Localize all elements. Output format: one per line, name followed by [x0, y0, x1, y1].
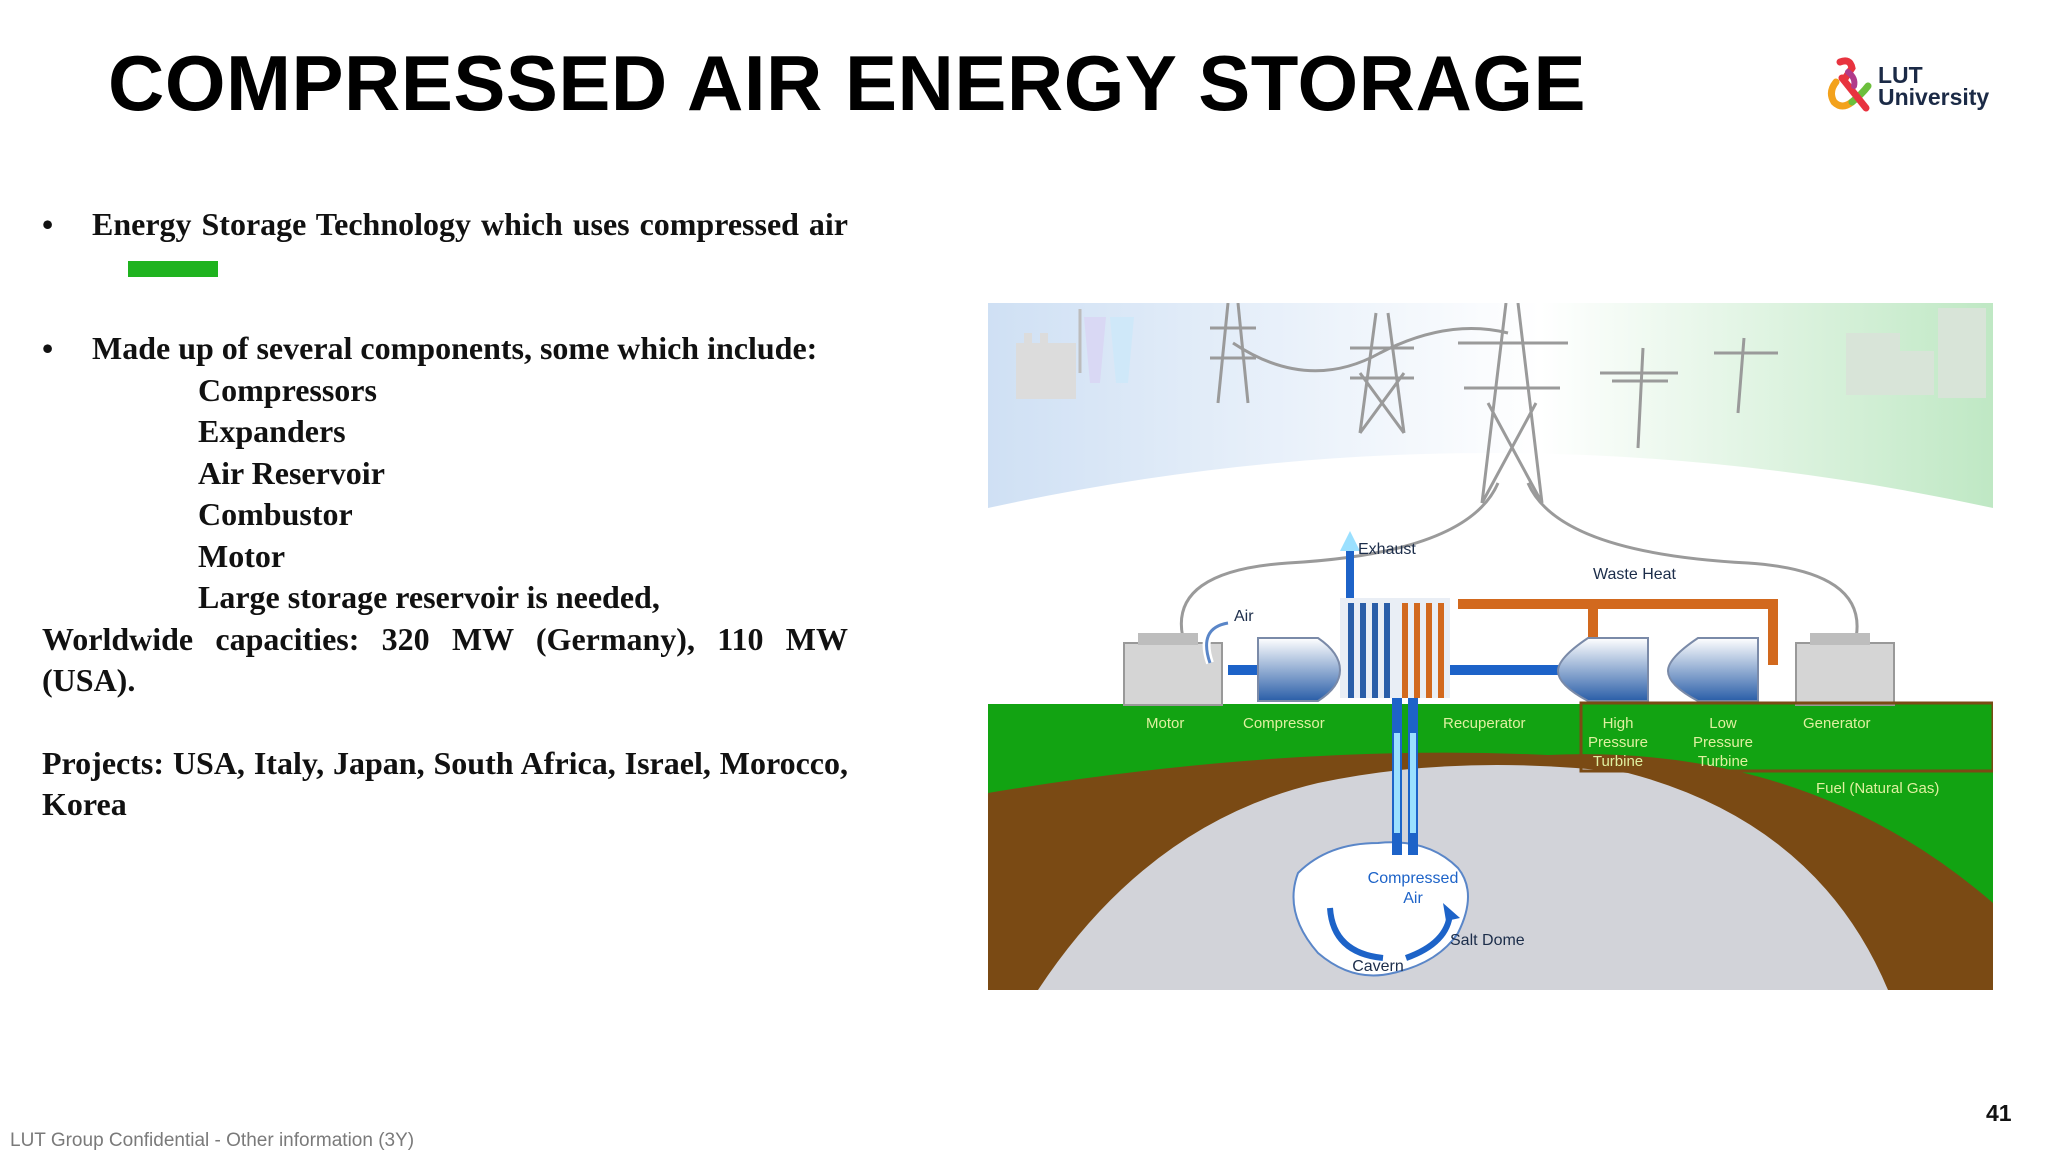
bullet-text-storage: Energy Storage Technology which uses com…: [92, 206, 848, 242]
hp-turbine-label-3: Turbine: [1593, 753, 1643, 770]
component-item: Large storage reservoir is needed,: [198, 579, 660, 615]
green-highlight-mark: [128, 261, 218, 278]
cavern-label: Cavern: [1352, 958, 1404, 975]
lp-turbine-label-2: Pressure: [1693, 734, 1753, 751]
hp-turbine-label-1: High: [1603, 715, 1634, 732]
arrow-head-icon: [1443, 903, 1460, 921]
component-item: Air Reservoir: [198, 454, 385, 491]
lut-ampersand-icon: [1827, 57, 1872, 112]
generator-label: Generator: [1803, 715, 1871, 732]
low-pressure-turbine: [1666, 637, 1759, 702]
caes-diagram: Exhaust Waste Heat Air Salt Dome Cavern …: [988, 303, 1993, 990]
compressed-air-label-1: Compressed: [1368, 870, 1459, 887]
bullet-text-components: Made up of several components, some whic…: [92, 330, 818, 366]
waste-heat-pipe: [1458, 599, 1588, 609]
air-label: Air: [1234, 608, 1254, 625]
slide-body: • Energy Storage Technology which uses c…: [42, 204, 848, 826]
lp-turbine-label-3: Turbine: [1698, 753, 1748, 770]
recuperator: [1340, 598, 1450, 698]
footer-confidential: LUT Group Confidential - Other informati…: [10, 1130, 415, 1151]
grass-layer: [988, 704, 1993, 903]
air-cycle-left-arrow: [1327, 907, 1384, 961]
compressed-air-label-2: Air: [1403, 890, 1423, 907]
exhaust-arrow-icon: [1340, 531, 1360, 551]
motor-label: Motor: [1146, 715, 1184, 732]
projects-text: Projects: USA, Italy, Japan, South Afric…: [42, 744, 848, 823]
capacities-text: Worldwide capacities: 320 MW (Germany), …: [42, 620, 848, 699]
component-item: Combustor: [198, 496, 353, 532]
bullet-icon: •: [42, 330, 54, 366]
recuperator-label: Recuperator: [1443, 715, 1526, 732]
cavern: [1292, 841, 1469, 977]
component-item: Compressors: [198, 371, 377, 408]
logo-line-1: LUT: [1878, 62, 1923, 88]
compressor-label: Compressor: [1243, 715, 1325, 732]
fuel-label: Fuel (Natural Gas): [1816, 780, 1939, 797]
power-lines-icon: [1179, 327, 1859, 639]
generator: [1795, 633, 1895, 706]
compressor: [1257, 637, 1342, 702]
city-buildings-icon: [1846, 308, 1986, 398]
salt-dome-label: Salt Dome: [1450, 932, 1525, 949]
page-number: 41: [1986, 1100, 2012, 1126]
power-plant-icon: [1016, 309, 1134, 399]
exhaust-label: Exhaust: [1358, 541, 1416, 558]
component-item: Motor: [198, 537, 286, 574]
bullet-item: • Energy Storage Technology which uses c…: [42, 204, 848, 287]
hp-turbine-label-2: Pressure: [1588, 734, 1648, 751]
bullet-icon: •: [42, 206, 54, 242]
lut-university-logo: LUT University: [1826, 56, 1990, 116]
waste-heat-label: Waste Heat: [1593, 566, 1677, 583]
component-item: Expanders: [198, 413, 346, 449]
high-pressure-turbine: [1556, 637, 1649, 702]
turbine-inlet-pipe: [1418, 665, 1618, 675]
bullet-item: • Made up of several components, some wh…: [42, 328, 848, 370]
fuel-line: [1579, 701, 1993, 773]
slide-title: COMPRESSED AIR ENERGY STORAGE: [108, 39, 1586, 127]
logo-line-2: University: [1878, 84, 1990, 110]
lp-turbine-label-1: Low: [1709, 715, 1737, 732]
waste-heat-riser: [1588, 599, 1598, 665]
power-pylons-icon: [1210, 303, 1778, 504]
